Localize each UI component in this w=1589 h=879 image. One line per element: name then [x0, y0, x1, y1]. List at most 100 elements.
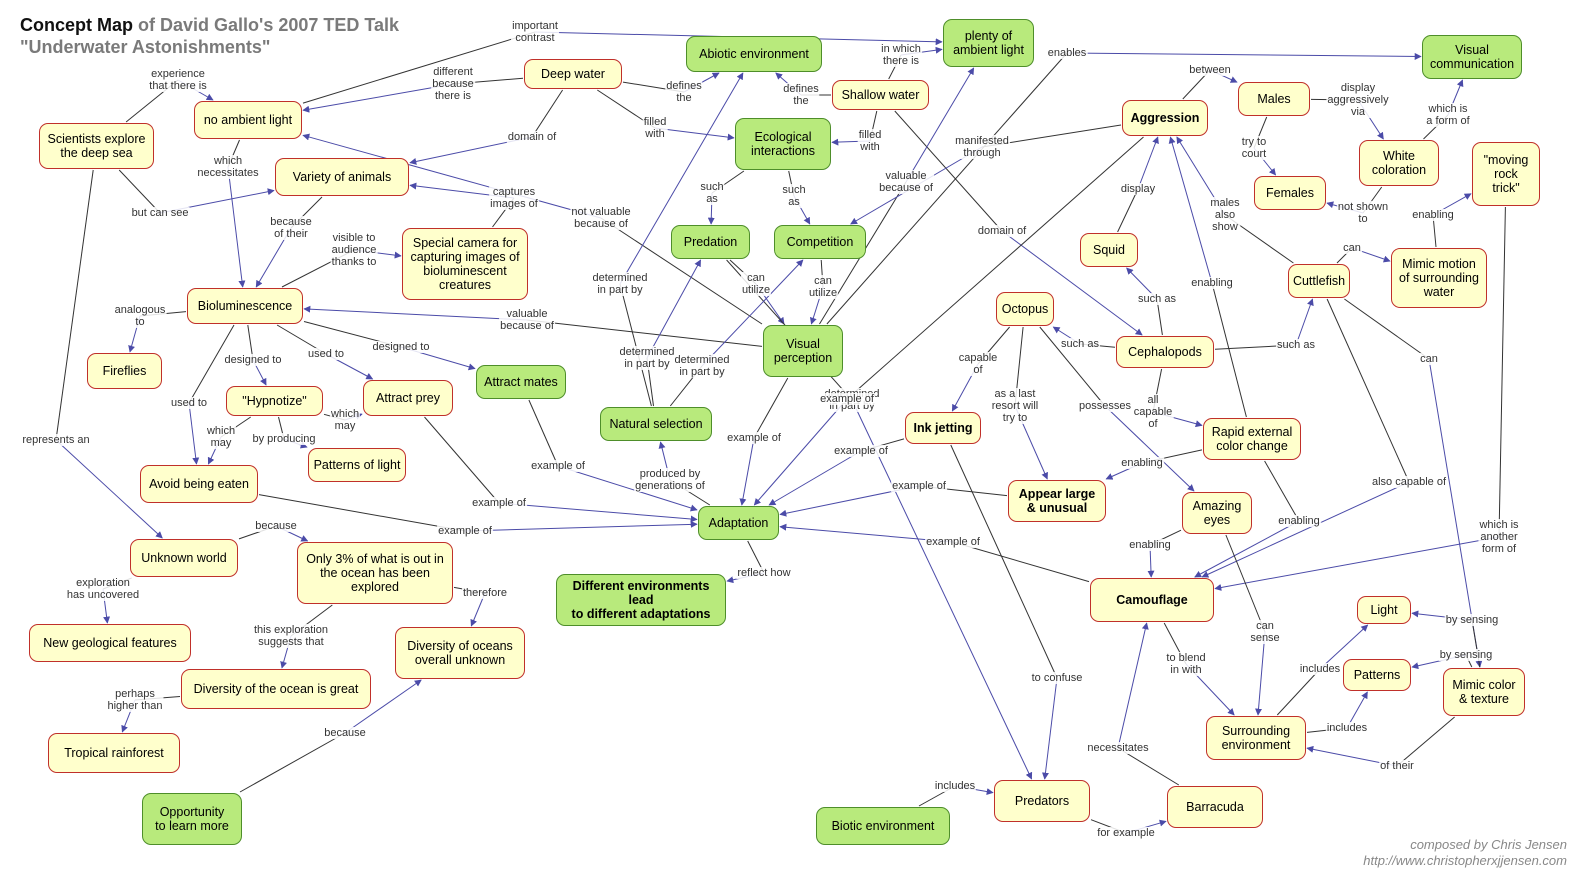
concept-cuttlefish[interactable]: Cuttlefish — [1288, 264, 1350, 298]
link-line-cuttlefish-camouflage — [1326, 298, 1410, 483]
concept-light[interactable]: Light — [1357, 596, 1411, 624]
concept-label: Ink jetting — [913, 421, 973, 435]
concept-appear[interactable]: Appear large& unusual — [1008, 480, 1106, 522]
credit-url[interactable]: http://www.christopherxjjensen.com — [1363, 853, 1567, 868]
link-label: enabling — [1128, 539, 1172, 551]
link-label: which is another form of — [1478, 519, 1520, 555]
concept-attractprey[interactable]: Attract prey — [363, 380, 453, 416]
link-label: therefore — [461, 587, 509, 599]
link-label: try to court — [1240, 136, 1268, 160]
link-label: reflect how — [736, 567, 792, 579]
link-label: exploration has uncovered — [65, 577, 141, 601]
link-label: can utilize — [740, 272, 772, 296]
link-label: example of — [530, 460, 586, 472]
concept-avoid[interactable]: Avoid being eaten — [140, 465, 258, 503]
concept-tropical[interactable]: Tropical rainforest — [48, 733, 180, 773]
concept-competition[interactable]: Competition — [774, 225, 866, 259]
link-arrow-attractprey-adaptation — [498, 502, 698, 523]
concept-shallow[interactable]: Shallow water — [832, 80, 929, 110]
link-label: all capable of — [1132, 394, 1174, 430]
link-arrow-visualperc-biolum — [303, 305, 528, 321]
link-label: visible to audience thanks to — [330, 232, 378, 268]
concept-label: Deep water — [541, 67, 605, 81]
link-line-scientists-variety — [118, 169, 161, 214]
concept-patternsn[interactable]: Patterns — [1343, 659, 1411, 691]
concept-label: Patterns of light — [313, 458, 401, 472]
link-arrow-natsel-abiotic — [619, 72, 744, 285]
credit: composed by Chris Jensen http://www.chri… — [1363, 837, 1567, 869]
concept-adaptation[interactable]: Adaptation — [698, 506, 779, 540]
link-label: which may — [205, 425, 237, 449]
concept-fireflies[interactable]: Fireflies — [87, 353, 162, 389]
concept-label: Avoid being eaten — [149, 477, 249, 491]
concept-octopus[interactable]: Octopus — [996, 292, 1054, 326]
concept-patterns[interactable]: Patterns of light — [308, 448, 406, 482]
concept-females[interactable]: Females — [1254, 176, 1326, 210]
concept-biotic[interactable]: Biotic environment — [816, 807, 950, 845]
concept-label: no ambient light — [203, 113, 293, 127]
link-label: this exploration suggests that — [253, 624, 329, 648]
link-line-deepwater-variety — [531, 89, 564, 138]
concept-deepwater[interactable]: Deep water — [524, 59, 622, 89]
link-arrow-moving-camouflage — [1214, 536, 1500, 591]
concept-label: Diversity of the ocean is great — [193, 682, 359, 696]
link-arrow-camouflage-adaptation — [779, 523, 954, 543]
concept-newgeo[interactable]: New geological features — [29, 624, 191, 662]
concept-label: Attract prey — [376, 391, 440, 405]
concept-label: Cephalopods — [1128, 345, 1202, 359]
concept-label: Competition — [786, 235, 854, 249]
concept-noambient[interactable]: no ambient light — [194, 101, 302, 139]
link-line-barracuda-camouflage — [1117, 747, 1180, 786]
link-label: domain of — [506, 131, 558, 143]
concept-aggression[interactable]: Aggression — [1122, 100, 1208, 136]
concept-variety[interactable]: Variety of animals — [275, 158, 409, 196]
concept-biolum[interactable]: Bioluminescence — [187, 288, 303, 324]
link-label: represents an — [21, 434, 91, 446]
concept-diversitygreat[interactable]: Diversity of the ocean is great — [181, 669, 371, 709]
concept-inkjet[interactable]: Ink jetting — [905, 412, 981, 444]
concept-cephalopods[interactable]: Cephalopods — [1116, 336, 1214, 368]
link-label: can — [1419, 353, 1439, 365]
link-arrow-opportunity-diversityunk — [344, 679, 422, 734]
concept-mimiccolor[interactable]: Mimic color& texture — [1443, 668, 1525, 716]
concept-males[interactable]: Males — [1238, 82, 1310, 116]
link-arrow-avoid-adaptation — [464, 520, 698, 532]
concept-natsel[interactable]: Natural selection — [600, 407, 712, 441]
concept-label: Attract mates — [484, 375, 558, 389]
link-label: experience that there is — [148, 68, 208, 92]
link-label: used to — [306, 348, 346, 360]
concept-predators[interactable]: Predators — [994, 780, 1090, 822]
link-arrow-visualperc-noambient — [302, 133, 602, 219]
concept-hypnotize[interactable]: "Hypnotize" — [226, 386, 323, 416]
concept-abiotic[interactable]: Abiotic environment — [686, 36, 822, 72]
link-line-visualperc-biolum — [526, 319, 763, 347]
concept-attractmates[interactable]: Attract mates — [476, 365, 566, 399]
concept-squid[interactable]: Squid — [1080, 233, 1138, 267]
concept-camouflage[interactable]: Camouflage — [1090, 578, 1214, 622]
link-arrow-squid-aggression — [1137, 136, 1159, 190]
concept-barracuda[interactable]: Barracuda — [1167, 786, 1263, 828]
link-line-scientists-unknown — [55, 169, 94, 441]
concept-unknown[interactable]: Unknown world — [130, 539, 238, 577]
concept-predation[interactable]: Predation — [671, 225, 750, 259]
link-label: display — [1119, 183, 1157, 195]
concept-label: Males — [1257, 92, 1291, 106]
